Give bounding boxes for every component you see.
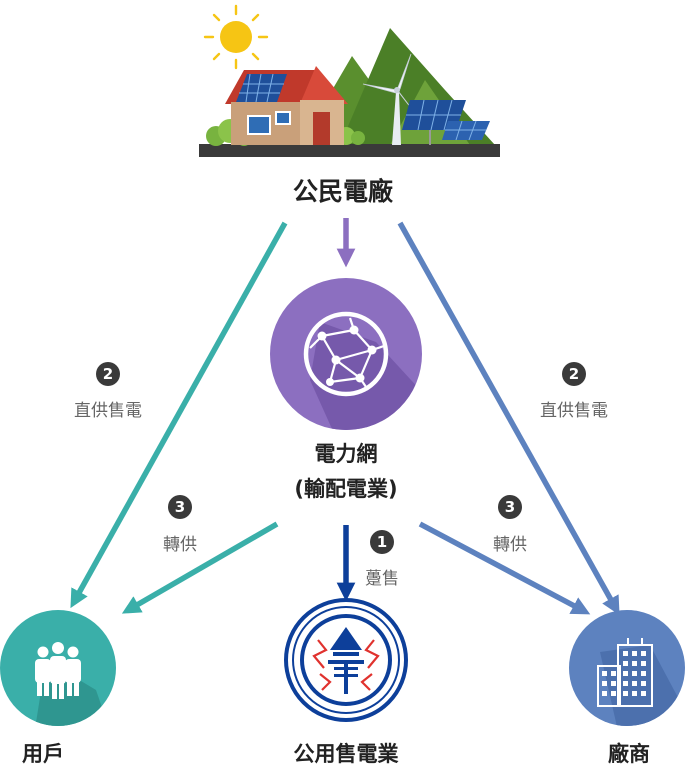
user-node-icon bbox=[0, 610, 116, 726]
edge-label-wheel-right: 轉供 bbox=[493, 535, 527, 555]
grid-label-line1: 電力網 bbox=[314, 442, 378, 466]
arrow-grid-to-vendor bbox=[418, 521, 591, 615]
edge-number-sale: 1 bbox=[370, 530, 394, 554]
network-globe-icon bbox=[303, 311, 389, 397]
arrow-plant-to-user bbox=[70, 221, 288, 609]
house-icon bbox=[225, 66, 348, 145]
solar-panel-icon bbox=[402, 99, 490, 145]
vendor-node-icon bbox=[569, 610, 685, 726]
office-buildings-icon bbox=[597, 638, 653, 707]
edge-number-direct-left: 2 bbox=[96, 362, 120, 386]
plant-label: 公民電廠 bbox=[292, 177, 393, 206]
edge-label-sale: 躉售 bbox=[365, 569, 399, 589]
edge-label-wheel-left: 轉供 bbox=[163, 535, 197, 555]
user-label: 用戶 bbox=[22, 742, 64, 766]
edge-number-direct-right: 2 bbox=[562, 362, 586, 386]
grid-node-icon bbox=[270, 278, 422, 430]
edge-label-direct-left: 直供售電 bbox=[74, 401, 142, 421]
grid-label-line2: (輸配電業) bbox=[294, 477, 398, 501]
edge-label-direct-right: 直供售電 bbox=[540, 401, 608, 421]
vendor-label: 廠商 bbox=[608, 742, 650, 766]
arrow-plant-to-vendor bbox=[397, 221, 620, 616]
taipower-logo-icon bbox=[284, 598, 408, 722]
plant-illustration-icon bbox=[199, 4, 500, 157]
people-group-icon bbox=[35, 642, 81, 699]
edge-number-wheel-left: 3 bbox=[168, 495, 192, 519]
utility-label: 公用售電業 bbox=[293, 742, 399, 766]
sun-icon bbox=[203, 4, 269, 70]
edge-number-wheel-right: 3 bbox=[498, 495, 522, 519]
arrow-grid-to-user bbox=[121, 521, 279, 614]
